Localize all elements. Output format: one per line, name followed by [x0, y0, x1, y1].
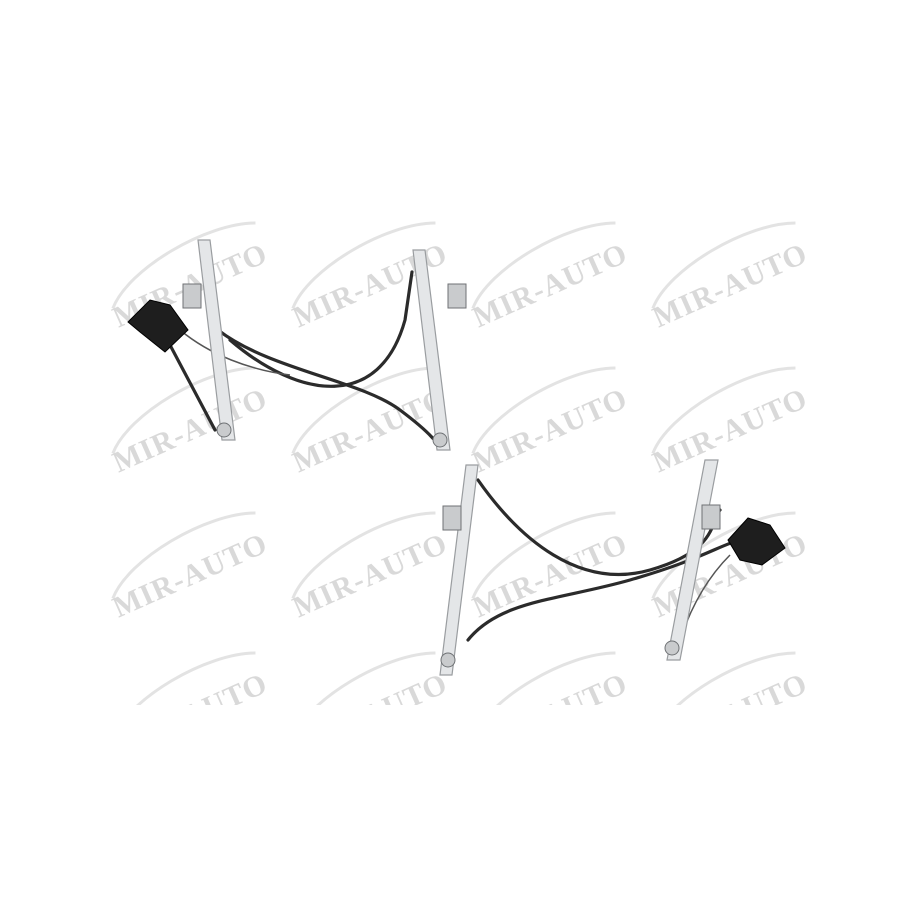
- cable: [179, 329, 291, 376]
- watermark-swoosh: [651, 511, 796, 599]
- window-regulator-top: [127, 239, 467, 451]
- watermark-swoosh: [651, 221, 796, 309]
- watermark-text: MIR-AUTO: [648, 667, 813, 765]
- watermark: MIR-AUTO: [108, 221, 273, 334]
- watermark: MIR-AUTO: [468, 651, 633, 765]
- watermark-swoosh: [651, 651, 796, 705]
- window-regulator-bottom: [439, 459, 786, 676]
- watermark-text: MIR-AUTO: [288, 382, 453, 480]
- cable: [228, 270, 414, 388]
- watermark: MIR-AUTO: [108, 511, 273, 625]
- watermark: MIR-AUTO: [288, 511, 453, 625]
- glass-clamp: [182, 283, 202, 309]
- watermark: MIR-AUTO: [648, 651, 813, 765]
- watermark-text: MIR-AUTO: [288, 667, 453, 765]
- watermark-text: MIR-AUTO: [468, 667, 633, 765]
- watermark-text: MIR-AUTO: [648, 382, 813, 480]
- watermark: MIR-AUTO: [468, 511, 633, 624]
- watermark-swoosh: [291, 366, 436, 454]
- watermark-text: MIR-AUTO: [648, 237, 813, 335]
- watermark: MIR-AUTO: [468, 366, 633, 480]
- motor-gearbox: [127, 299, 189, 353]
- watermark: MIR-AUTO: [648, 221, 813, 335]
- guide-rail: [439, 464, 479, 676]
- watermark-swoosh: [471, 651, 616, 705]
- cable: [466, 538, 742, 642]
- guide-rail: [197, 239, 236, 441]
- watermark-swoosh: [291, 221, 436, 309]
- watermark: MIR-AUTO: [108, 651, 273, 765]
- watermark-swoosh: [291, 651, 436, 705]
- guide-rail: [412, 249, 451, 451]
- watermark-swoosh: [471, 221, 616, 309]
- watermark: MIR-AUTO: [648, 366, 813, 480]
- watermark-text: MIR-AUTO: [288, 527, 453, 625]
- watermark-text: MIR-AUTO: [108, 667, 273, 765]
- watermark-swoosh: [111, 221, 256, 309]
- pulley: [216, 422, 232, 438]
- watermark-text: MIR-AUTO: [108, 527, 273, 625]
- watermark-swoosh: [111, 651, 256, 705]
- watermark-text: MIR-AUTO: [108, 382, 273, 480]
- cable: [216, 328, 440, 442]
- watermark-swoosh: [111, 511, 256, 599]
- motor-gearbox: [727, 517, 786, 566]
- pulley: [440, 652, 456, 668]
- glass-clamp: [442, 505, 462, 531]
- watermark: MIR-AUTO: [288, 651, 453, 765]
- watermark-swoosh: [651, 366, 796, 454]
- pulley: [432, 432, 448, 448]
- cable: [168, 343, 217, 432]
- watermark-swoosh: [471, 366, 616, 454]
- watermark-swoosh: [291, 511, 436, 599]
- pulley: [664, 640, 680, 656]
- glass-clamp: [701, 504, 721, 530]
- watermark: MIR-AUTO: [468, 221, 633, 335]
- watermark-text: MIR-AUTO: [468, 382, 633, 480]
- glass-clamp: [447, 283, 467, 309]
- watermark-text: MIR-AUTO: [468, 237, 633, 335]
- watermark-swoosh: [111, 366, 256, 454]
